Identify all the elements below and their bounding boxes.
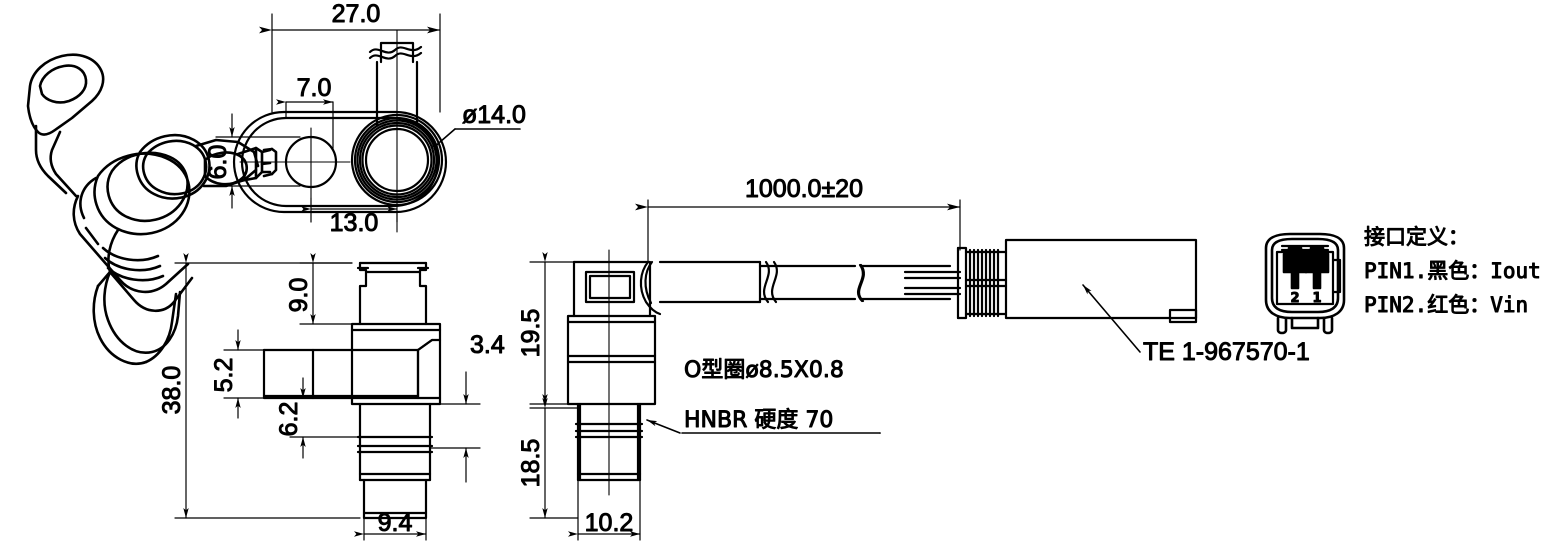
dim-top-hole-offset: 7.0: [297, 74, 332, 102]
side-view-dimensions: 19.5 18.5 10.2: [517, 252, 641, 541]
label-connector-part: TE 1-967570-1: [1143, 338, 1310, 366]
dim-top-center-distance: 13.0: [330, 209, 379, 237]
oring-spec-line2: HNBR 硬度 70: [684, 408, 833, 433]
pin-definition-1: PIN1.黑色：Iout: [1364, 259, 1541, 283]
dim-side-lower-height: 18.5: [517, 439, 545, 488]
connector-pin-label-2: 2: [1290, 291, 1299, 306]
dim-side-tip-width: 10.2: [585, 509, 634, 537]
dim-cable-length: 1000.0±20: [745, 175, 863, 203]
side-view: [566, 249, 662, 496]
dim-front-tip-width: 9.4: [378, 509, 413, 537]
connector-face-view: 2 1: [1264, 232, 1346, 335]
top-view: 27.0 7.0 6.0 13.0 ø14.0: [204, 0, 527, 238]
isometric-view: [26, 53, 278, 365]
pin-definition-2: PIN2.红色：Vin: [1364, 293, 1528, 317]
dim-front-overall-height: 38.0: [158, 366, 186, 415]
front-view: [262, 261, 442, 520]
dim-front-flange-to-step: 6.2: [275, 402, 303, 437]
dim-front-head-height: 9.0: [285, 278, 313, 313]
dim-side-upper-height: 19.5: [517, 309, 545, 358]
pin-definition-title: 接口定义：: [1364, 225, 1469, 249]
dim-top-overall-width: 27.0: [332, 0, 381, 28]
pin-definition-block: 接口定义： PIN1.黑色：Iout PIN2.红色：Vin: [1364, 225, 1542, 318]
front-view-dimensions: 38.0 9.0 5.2 6.2 3.4 9.4: [158, 253, 505, 541]
connector-pin-label-1: 1: [1312, 291, 1321, 306]
oring-note: O型圈ø8.5X0.8 HNBR 硬度 70: [646, 358, 881, 434]
dim-top-hole-vertical: 6.0: [204, 145, 232, 180]
dim-front-flange-thickness: 5.2: [210, 358, 238, 393]
cable: [658, 260, 962, 304]
connector: TE 1-967570-1: [956, 238, 1310, 367]
dim-top-boss-diameter: ø14.0: [462, 101, 526, 129]
oring-spec-line1: O型圈ø8.5X0.8: [684, 358, 844, 383]
cable-length-dimension: 1000.0±20: [635, 175, 961, 263]
dim-front-step-height: 3.4: [470, 331, 505, 359]
